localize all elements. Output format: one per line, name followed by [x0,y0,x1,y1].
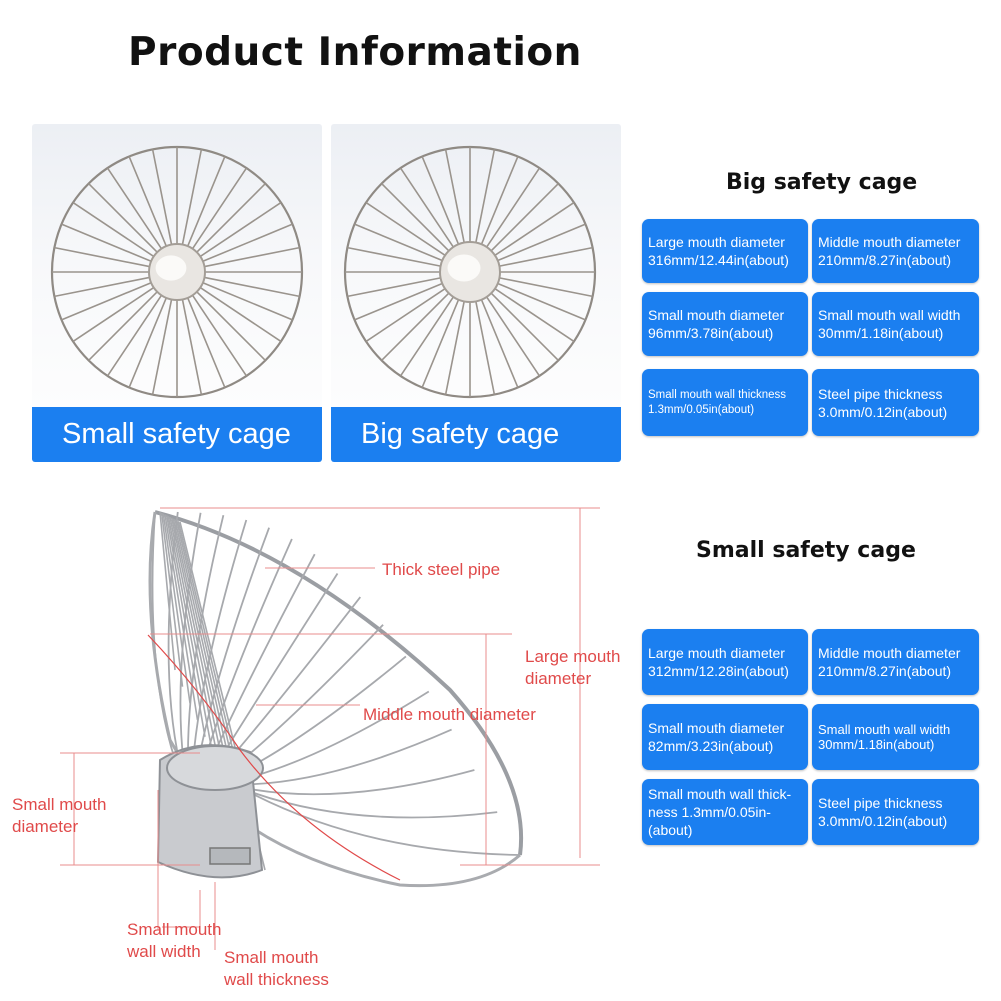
middle-mouth-outline [147,634,401,881]
spec-value: 210mm/8.27in(about) [818,252,952,268]
dimension-lines [60,507,600,950]
small-spec-wall-width: Small mouth wall width 30mm/1.18in(about… [812,704,979,770]
big-spec-wall-thickness: Small mouth wall thickness 1.3mm/0.05in(… [642,369,808,436]
annotation-wall-thickness-line1: Small mouth [224,948,319,967]
big-spec-middle-mouth: Middle mouth diameter 210mm/8.27in(about… [812,219,979,283]
spec-name: Small mouth diameter [648,307,785,323]
small-cage-label: Small safety cage [32,407,322,462]
spec-value: 312mm/12.28in(about) [648,663,789,679]
spec-value: 210mm/8.27in(about) [818,663,952,679]
page-title: Product Information [128,30,582,75]
annotation-large-mouth-line1: Large mouth [525,647,621,666]
cage-wire-wheel [50,145,304,399]
small-cage-photo: Small safety cage [32,124,322,462]
annotation-middle-mouth: Middle mouth diameter [363,705,536,724]
spec-value: ness 1.3mm/0.05in- [648,804,771,820]
spec-name: Middle mouth diameter [818,234,961,250]
spec-extra: (about) [648,822,693,838]
spec-value: 30mm/1.18in(about) [818,325,944,341]
spec-name: Steel pipe thickness [818,385,943,402]
spec-name: Small mouth wall width [818,307,961,323]
small-spec-wall-thickness: Small mouth wall thick- ness 1.3mm/0.05i… [642,779,808,845]
clamp-bolt [209,847,251,865]
annotation-small-mouth-line2: diameter [12,817,79,836]
spec-name: Steel pipe thickness [818,795,943,811]
spec-name: Small mouth wall thickness [648,388,787,401]
spec-name: Large mouth diameter [648,234,785,250]
small-spec-middle-mouth: Middle mouth diameter 210mm/8.27in(about… [812,629,979,695]
small-cage-section-title: Small safety cage [696,538,916,563]
annotation-wall-thickness-line2: wall thickness [224,970,329,989]
big-cage-photo: Big safety cage [331,124,621,462]
big-cage-front-view [343,145,597,399]
spec-value: 316mm/12.44in(about) [648,252,789,268]
spec-name: Middle mouth diameter [818,645,961,661]
spec-name: Small mouth wall thick- [648,786,792,802]
spec-value: 3.0mm/0.12in(about) [818,813,948,829]
small-cage-front-view [50,145,304,399]
annotation-large-mouth-line2: diameter [525,669,592,688]
cage-side-diagram [60,507,600,950]
small-mouth-ring [166,745,264,791]
spec-value: 30mm/1.18in(about) [818,737,935,752]
spec-value: 1.3mm/0.05in(about) [648,403,755,416]
spec-value: 82mm/3.23in(about) [648,738,774,754]
small-spec-small-mouth: Small mouth diameter 82mm/3.23in(about) [642,704,808,770]
spec-name: Small mouth diameter [648,720,785,736]
annotation-small-mouth-line1: Small mouth [12,795,107,814]
annotation-wall-width-line1: Small mouth [127,920,222,939]
spec-name: Large mouth diameter [648,645,785,661]
cage-wire-wheel [343,145,597,399]
big-cage-section-title: Big safety cage [726,170,918,195]
big-cage-label: Big safety cage [331,407,621,462]
spec-name: Small mouth wall width [818,722,951,737]
spec-value: 96mm/3.78in(about) [648,325,774,341]
big-spec-pipe-thickness: Steel pipe thickness 3.0mm/0.12in(about) [812,369,979,436]
big-spec-small-mouth: Small mouth diameter 96mm/3.78in(about) [642,292,808,356]
spec-value: 3.0mm/0.12in(about) [818,403,948,420]
big-spec-wall-width: Small mouth wall width 30mm/1.18in(about… [812,292,979,356]
big-spec-large-mouth: Large mouth diameter 316mm/12.44in(about… [642,219,808,283]
small-spec-large-mouth: Large mouth diameter 312mm/12.28in(about… [642,629,808,695]
annotation-wall-width-line2: wall width [127,942,201,961]
small-spec-pipe-thickness: Steel pipe thickness 3.0mm/0.12in(about) [812,779,979,845]
annotation-thick-steel-pipe: Thick steel pipe [382,560,501,579]
